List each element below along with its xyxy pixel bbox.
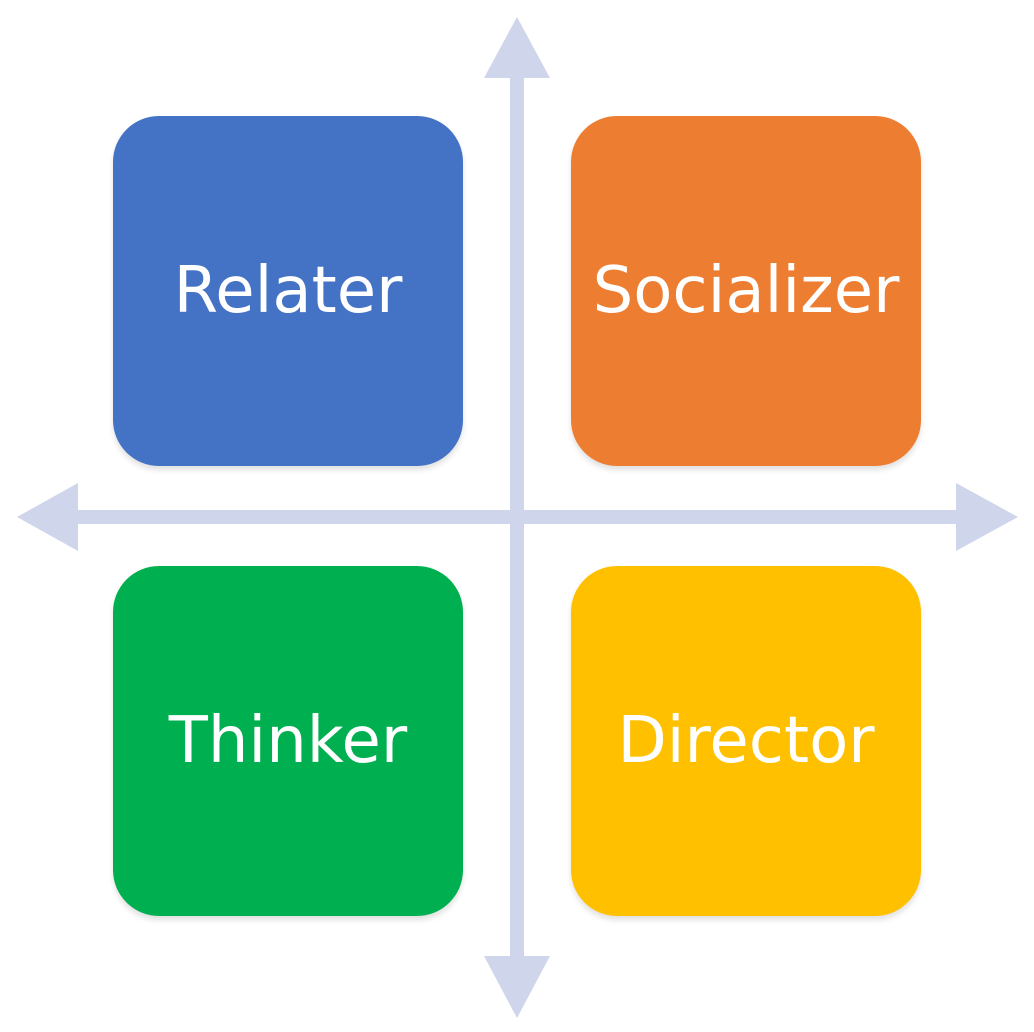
quadrant-label-socializer: Socializer xyxy=(592,254,900,328)
arrow-left-icon xyxy=(17,483,78,551)
quadrant-label-relater: Relater xyxy=(173,254,403,328)
arrow-up-icon xyxy=(484,17,550,78)
horizontal-axis-line xyxy=(76,510,958,524)
quadrant-director: Director xyxy=(571,566,921,916)
arrow-down-icon xyxy=(484,956,550,1018)
arrow-right-icon xyxy=(956,483,1018,551)
quadrant-thinker: Thinker xyxy=(113,566,463,916)
quadrant-label-director: Director xyxy=(617,704,875,778)
quadrant-relater: Relater xyxy=(113,116,463,466)
quadrant-label-thinker: Thinker xyxy=(168,704,408,778)
quadrant-socializer: Socializer xyxy=(571,116,921,466)
